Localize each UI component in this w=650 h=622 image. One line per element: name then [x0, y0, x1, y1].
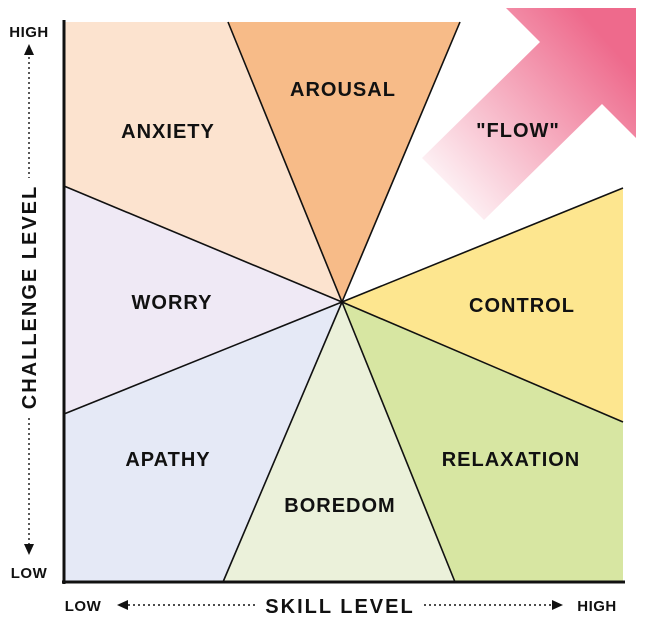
apathy-zone — [64, 302, 342, 582]
flow-label: "FLOW" — [476, 120, 560, 142]
y-axis-high-label: HIGH — [9, 24, 49, 41]
arrow-right-icon — [552, 600, 563, 610]
control-label: CONTROL — [469, 295, 575, 317]
boredom-zone — [223, 302, 455, 582]
arrow-up-icon — [24, 44, 34, 55]
worry-label: WORRY — [132, 292, 213, 314]
flow-arrow — [422, 8, 636, 220]
x-axis-title: SKILL LEVEL — [265, 596, 414, 618]
relaxation-label: RELAXATION — [442, 449, 581, 471]
axis-lines — [62, 20, 625, 584]
y-axis-low-label: LOW — [11, 565, 48, 582]
arrow-down-icon — [24, 544, 34, 555]
arousal-zone — [228, 22, 460, 302]
control-zone — [342, 188, 623, 422]
zone-boundaries — [63, 21, 624, 583]
y-axis-title: CHALLENGE LEVEL — [19, 185, 41, 409]
arrow-left-icon — [117, 600, 128, 610]
x-axis-low-label: LOW — [65, 598, 102, 615]
anxiety-zone — [64, 22, 342, 302]
boredom-label: BOREDOM — [284, 495, 395, 517]
x-axis-arrows — [117, 600, 563, 610]
y-axis-arrows — [24, 44, 34, 555]
arousal-label: AROUSAL — [290, 79, 396, 101]
worry-zone — [64, 186, 342, 414]
relaxation-zone — [342, 302, 623, 582]
apathy-label: APATHY — [125, 449, 210, 471]
x-axis-high-label: HIGH — [577, 598, 617, 615]
anxiety-label: ANXIETY — [121, 121, 215, 143]
